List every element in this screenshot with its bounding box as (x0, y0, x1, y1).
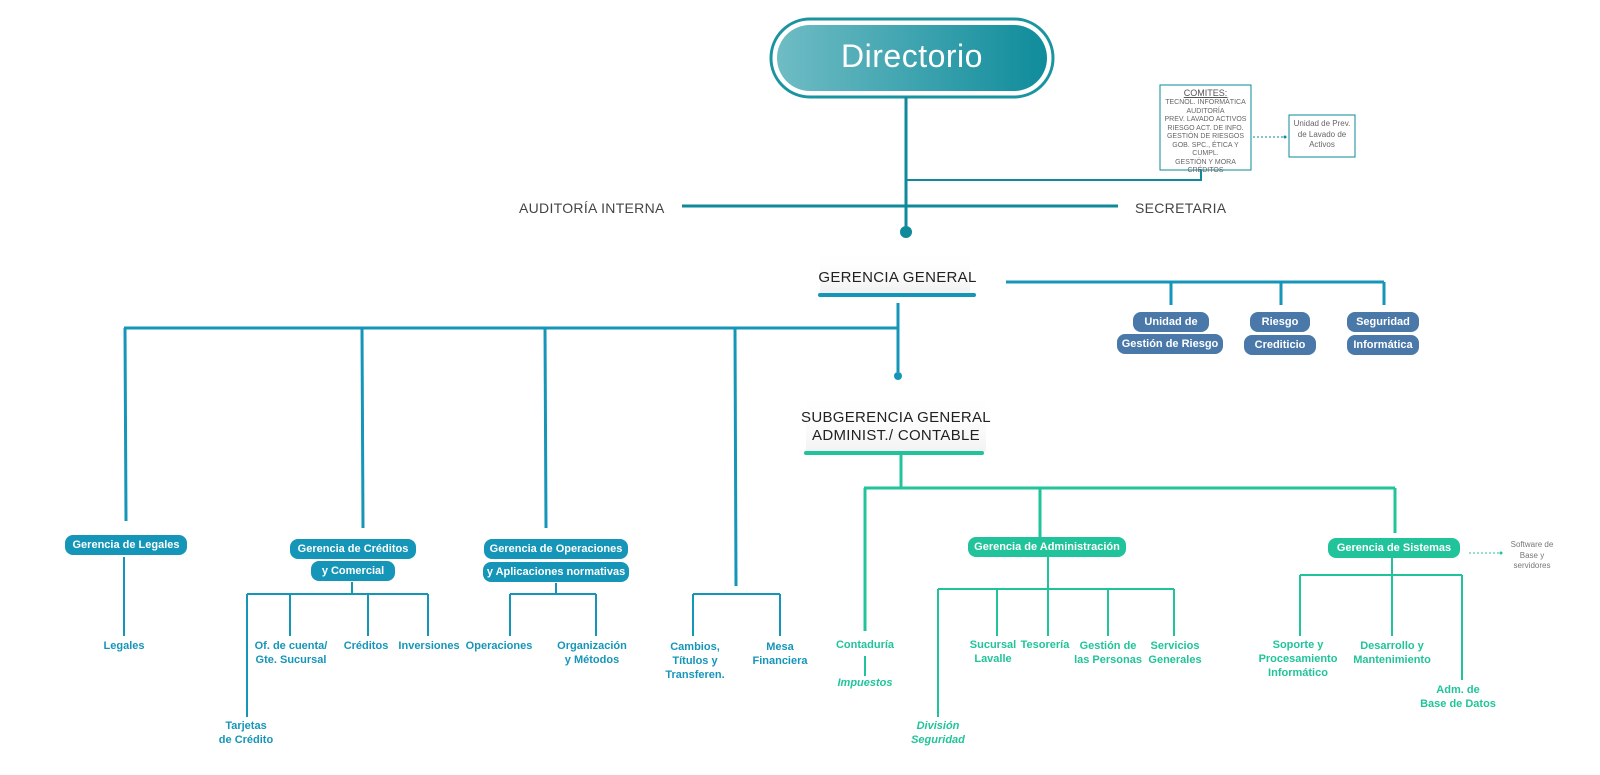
servicios-generales-node: Servicios Generales (1148, 640, 1202, 666)
comites-title: COMITES: (1183, 88, 1228, 98)
software-base-node: Software de Base y servidores (1510, 540, 1554, 570)
secretaria: SECRETARIA (1135, 200, 1227, 216)
legales-node: Legales (103, 640, 145, 652)
organizacion-node: Organización y Métodos (557, 640, 627, 666)
gerencia-operaciones-line1: Gerencia de Operaciones (484, 539, 628, 559)
impuestos-node: Impuestos (837, 677, 893, 689)
gestion-personas-node: Gestión de las Personas (1074, 640, 1142, 666)
unidad-prev-lavado: Unidad de Prev. de Lavado de Activos (1293, 119, 1351, 149)
gerencia-general: GERENCIA GENERAL (818, 269, 977, 286)
comite-item: PREV. LAVADO ACTIVOS (1164, 116, 1247, 123)
unit-seguridad-line2: Informática (1347, 335, 1419, 355)
trunk-node (900, 226, 912, 238)
tesoreria-node: Tesorería (1020, 639, 1070, 651)
comite-item: GOB. SPC., ÉTICA Y CUMPL. (1172, 141, 1239, 158)
unit-riesgo-crediticio-line1: Riesgo (1250, 312, 1310, 332)
division-seguridad-node: División Seguridad (911, 720, 965, 746)
gerencia-operaciones-line2: y Aplicaciones normativas (483, 562, 629, 582)
unit-riesgo-crediticio-line2: Crediticio (1244, 335, 1316, 355)
comite-item: RIESGO ACT. DE INFO. (1167, 124, 1244, 132)
comites-list: COMITES: TECNOL. INFORMÁTICA AUDITORÍA P… (1160, 88, 1251, 176)
gerencia-legales: Gerencia de Legales (65, 535, 187, 555)
operaciones-node: Operaciones (465, 640, 533, 652)
adm-base-datos-node: Adm. de Base de Datos (1420, 684, 1496, 710)
gerencia-sistemas: Gerencia de Sistemas (1328, 538, 1460, 558)
comite-item: GESTIÓN Y MORA (1175, 158, 1236, 166)
soporte-node: Soporte y Procesamiento Informático (1258, 639, 1338, 679)
mesa-financiera-node: Mesa Financiera (752, 641, 808, 667)
directorio-fill (777, 25, 1047, 91)
sucursal-lavalle-node: Sucursal Lavalle (969, 639, 1017, 665)
unidad-prev-box (1288, 114, 1356, 158)
unit-gestion-riesgo-line1: Unidad de (1133, 312, 1209, 332)
auditoria-interna: AUDITORÍA INTERNA (519, 200, 665, 216)
desarrollo-node: Desarrollo y Mantenimiento (1353, 640, 1431, 666)
unit-seguridad-line1: Seguridad (1347, 312, 1419, 332)
comite-item: TECNOL. INFORMÁTICA (1165, 99, 1246, 106)
creditos-node: Créditos (343, 640, 389, 652)
tarjetas-node: Tarjetas de Crédito (218, 720, 274, 746)
cambios-node: Cambios, Títulos y Transferen. (665, 641, 725, 681)
comite-item: AUDITORÍA (1186, 107, 1225, 115)
gerencia-creditos-line1: Gerencia de Créditos (290, 539, 416, 559)
subgerencia-node (894, 372, 902, 380)
unit-gestion-riesgo-line2: Gestión de Riesgo (1117, 334, 1223, 354)
contaduria-node: Contaduría (835, 639, 895, 651)
inversiones-node: Inversiones (398, 640, 460, 652)
directorio-title: Directorio (841, 38, 983, 74)
of-cuenta-node: Of. de cuenta/ Gte. Sucursal (254, 640, 328, 666)
subgerencia-general: SUBGERENCIA GENERAL ADMINIST./ CONTABLE (801, 409, 991, 444)
gerencia-administracion: Gerencia de Administración (968, 537, 1126, 557)
comite-item: CRÉDITOS (1187, 167, 1224, 174)
comite-item: GESTIÓN DE RIESGOS (1166, 133, 1244, 140)
comites-box (1159, 84, 1252, 171)
gerencia-creditos-line2: y Comercial (311, 561, 395, 581)
